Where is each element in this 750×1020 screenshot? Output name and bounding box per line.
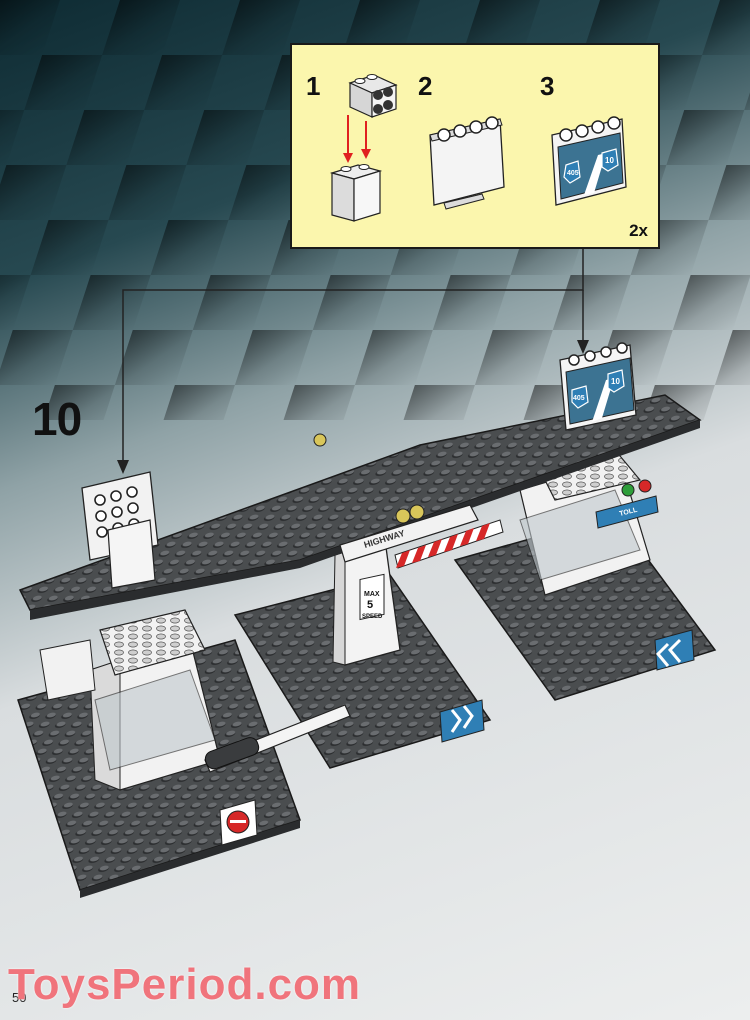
sign-label-a: 405: [567, 170, 579, 177]
sign-label-b: 10: [605, 156, 614, 165]
substep-3-highway-sign: 405 10: [551, 116, 627, 206]
substep-3-number: 3: [540, 71, 555, 101]
pillar-label-3: SPEED: [362, 614, 383, 620]
sub-assembly-callout: 1 2 3: [290, 43, 660, 249]
step-number: 10: [32, 393, 82, 445]
callout-connector: [117, 249, 589, 474]
green-light-icon: [621, 483, 635, 497]
chevron-sign-icon: [439, 699, 485, 743]
red-light-icon: [638, 479, 652, 493]
substep-1-number: 1: [306, 71, 321, 101]
pillar-label-1: MAX: [364, 591, 380, 598]
substep-1-bricks: [329, 74, 398, 222]
interstate-shield-icon: [607, 369, 625, 393]
watermark: ToysPeriod.com: [8, 960, 362, 1009]
wheel-icon: [409, 504, 425, 520]
barrier-stripes: [396, 523, 490, 568]
wheel-icon: [313, 433, 327, 447]
toll-label: TOLL: [619, 507, 639, 518]
substep-2-number: 2: [418, 71, 433, 101]
down-arrow-icon: [577, 340, 589, 354]
substep-2-tile: [429, 116, 505, 210]
interstate-shield-icon: [571, 385, 589, 409]
quantity-label: 2x: [629, 221, 648, 240]
interstate-shield-icon: [563, 160, 581, 184]
deck-sign-label-a: 405: [573, 395, 585, 402]
down-arrow-icon: [117, 460, 129, 474]
pillar-label-2: 5: [367, 599, 373, 611]
overpass-model-illustration: MAX 5 SPEED HIGHWAY: [17, 342, 717, 898]
deck-sign-label-b: 10: [611, 377, 620, 386]
page-number: 50: [12, 990, 27, 1005]
interstate-shield-icon: [601, 148, 619, 172]
wheel-icon: [395, 508, 411, 524]
